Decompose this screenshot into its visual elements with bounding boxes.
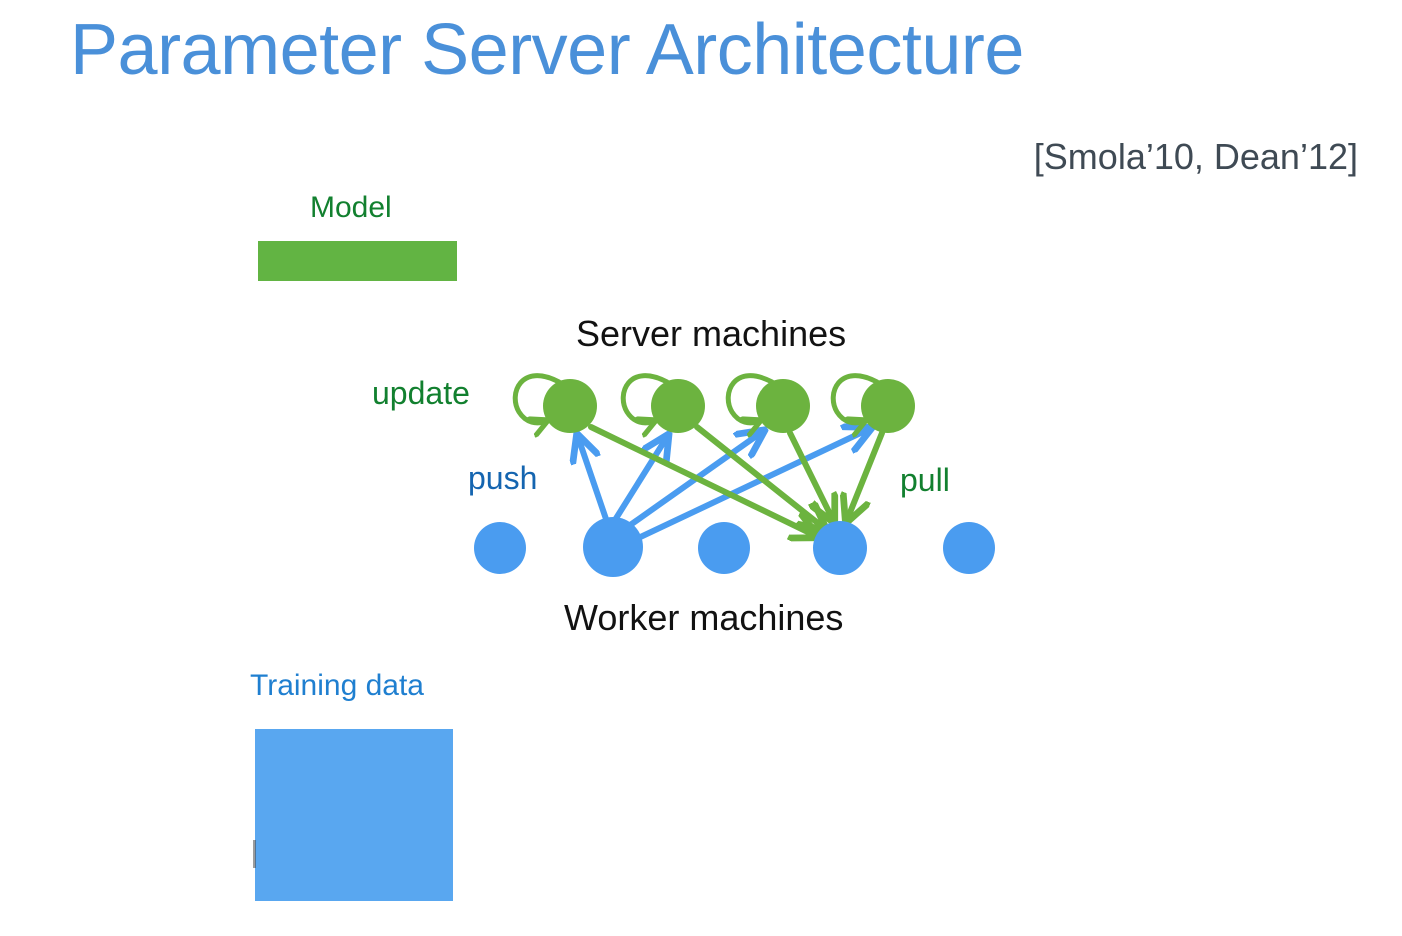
push-label: push — [468, 460, 538, 496]
server-machines-label: Server machines — [576, 313, 847, 354]
update-self-loop-icon-2 — [620, 373, 670, 423]
citation-text: [Smola’10, Dean’12] — [1033, 136, 1358, 177]
training-data-bar — [255, 729, 453, 901]
worker-machines-label: Worker machines — [564, 597, 844, 638]
push-edge-to-server-2 — [612, 437, 667, 523]
update-label: update — [372, 375, 470, 411]
push-edge-to-server-1 — [578, 437, 609, 522]
server-node-4[interactable] — [861, 379, 915, 433]
worker-node-5[interactable] — [943, 522, 995, 574]
worker-node-group — [474, 517, 995, 577]
worker-node-4[interactable] — [813, 521, 867, 575]
pull-edge-from-server-4 — [847, 430, 885, 520]
pull-label: pull — [900, 462, 950, 498]
update-self-loop-icon-3 — [725, 373, 775, 423]
server-node-3[interactable] — [756, 379, 810, 433]
pull-edge-from-server-1 — [588, 424, 816, 536]
pull-edge-from-server-2 — [694, 424, 824, 528]
push-edge-to-server-4 — [629, 429, 869, 544]
model-bar — [258, 241, 457, 281]
pull-edge-group — [588, 424, 885, 536]
server-self-loop-group — [512, 373, 880, 423]
worker-node-3[interactable] — [698, 522, 750, 574]
server-node-2[interactable] — [651, 379, 705, 433]
worker-node-1[interactable] — [474, 522, 526, 574]
update-self-loop-icon-4 — [830, 373, 880, 423]
training-data-label: Training data — [250, 669, 424, 702]
server-node-group — [543, 379, 915, 433]
worker-node-2[interactable] — [583, 517, 643, 577]
update-self-loop-icon-1 — [512, 373, 562, 423]
model-label: Model — [310, 191, 392, 224]
page-title: Parameter Server Architecture — [70, 10, 1024, 90]
pull-edge-from-server-3 — [787, 430, 833, 520]
training-data-edge-mark — [253, 840, 256, 868]
server-node-1[interactable] — [543, 379, 597, 433]
